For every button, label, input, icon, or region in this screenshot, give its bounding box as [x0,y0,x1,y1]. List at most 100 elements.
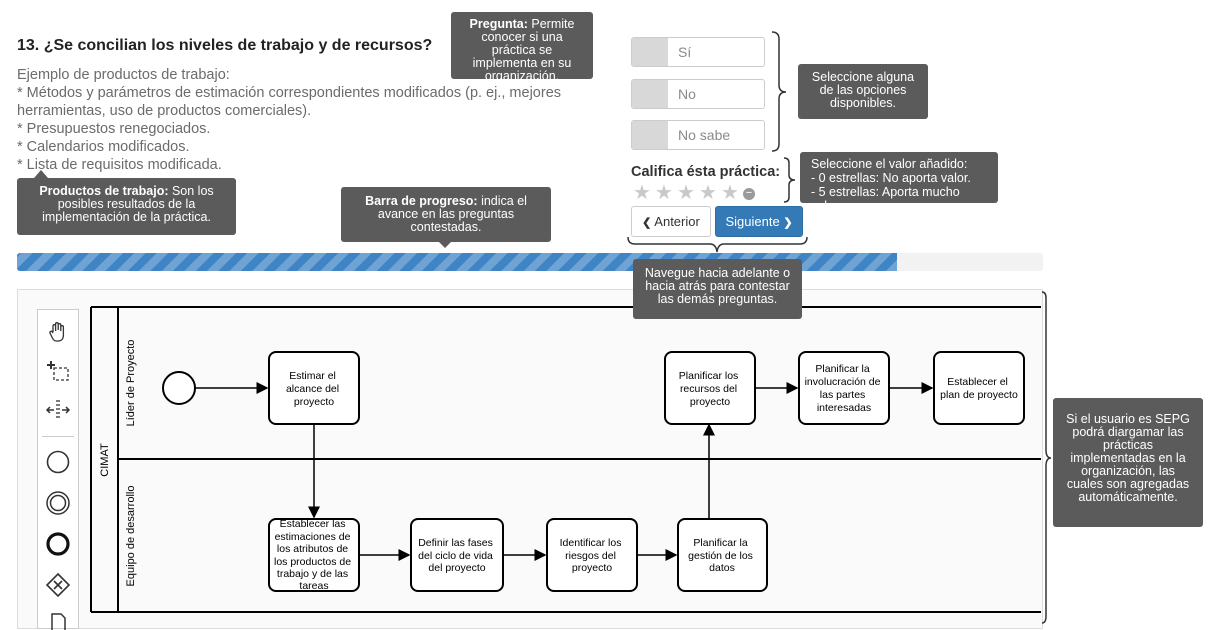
tooltip-progress-title: Barra de progreso: [365,194,478,208]
task-planificar-involucracion[interactable] [798,351,890,425]
start-event-icon[interactable] [38,442,78,482]
star-rating[interactable]: ★★★★★− [631,180,755,205]
option-toggle[interactable] [632,80,668,108]
tooltip-work-products-title: Productos de trabajo: [39,184,169,198]
task-label-line: los atributos de [277,543,348,555]
rating-label: Califica ésta práctica: [631,164,781,180]
tooltip-navigation: Navegue hacia adelante o hacia atrás par… [633,259,802,319]
task-definir-fases[interactable] [410,518,504,592]
tooltip-rating-line: - 5 estrellas: Aporta mucho valor. [811,185,960,213]
task-label-line: las partes [820,389,866,401]
task-label-line: Estimar el [289,370,336,382]
star-icon[interactable]: ★ [721,182,739,204]
tooltip-progress-text: indica el avance en las preguntas contes… [377,194,527,234]
option-no[interactable]: No [631,79,765,109]
task-label: Establecer las estimaciones de los atrib… [274,518,354,592]
tooltip-question-title: Pregunta: [469,17,528,31]
option-label: No sabe [678,127,731,143]
hand-tool-icon[interactable] [38,312,78,352]
work-product-item: * Métodos y parámetros de estimación cor… [17,85,562,119]
previous-button[interactable]: ❮ Anterior [631,206,711,237]
intermediate-event-icon[interactable] [38,483,78,523]
task-label-line: trabajo y de las [277,568,348,580]
options-brace [771,31,787,152]
task-label-line: datos [709,562,735,574]
lane-label-equipo: Equipo de desarrollo [125,486,137,587]
next-button[interactable]: Siguiente ❯ [715,206,803,237]
task-label: Estimar el alcance del proyecto [286,370,342,408]
task-label-line: alcance del [286,383,339,395]
task-label-line: interesadas [817,402,871,414]
question-title: 13. ¿Se concilian los niveles de trabajo… [17,37,433,54]
task-label-line: riesgos del [565,550,616,562]
task-label-line: Identificar los [560,537,622,549]
chevron-right-icon: ❯ [783,217,793,229]
diagram-brace [1041,291,1052,624]
star-icon[interactable]: ★ [677,182,695,204]
work-product-item: * Presupuestos renegociados. [17,121,211,137]
tool-palette [37,309,79,630]
star-icon[interactable]: ★ [699,182,717,204]
tooltip-rating-line: Seleccione el valor añadido: [811,157,968,171]
tooltip-sepg: Si el usuario es SEPG podrá diargamar la… [1053,398,1203,527]
task-label: Planificar la gestión de los datos [688,537,756,574]
task-estimar-alcance[interactable] [268,351,360,425]
option-toggle[interactable] [632,38,668,66]
star-icon[interactable]: ★ [655,182,673,204]
task-label: Definir las fases del ciclo de vida del … [418,537,496,574]
gateway-icon[interactable] [38,565,78,605]
task-label-line: los productos de [274,556,351,568]
task-label-line: Planificar los [679,370,739,382]
task-identificar-riesgos[interactable] [546,518,638,592]
start-event[interactable] [162,371,196,405]
task-label-line: Definir las fases [418,537,493,549]
task-label-line: plan de proyecto [940,389,1018,401]
rating-brace [783,157,796,203]
previous-button-label: Anterior [654,214,700,229]
task-establecer-estimaciones[interactable] [268,518,360,592]
star-icon[interactable]: ★ [633,182,651,204]
question-description: Ejemplo de productos de trabajo: * Métod… [17,66,587,174]
task-label-line: involucración de [805,376,881,388]
option-label: No [678,86,696,102]
task-label-line: estimaciones de [275,531,351,543]
tooltip-work-products: Productos de trabajo: Son los posibles r… [17,178,236,235]
task-label-line: proyecto [294,396,334,408]
tooltip-work-products-text: Son los posibles resultados de la implem… [42,184,214,224]
task-planificar-gestion-datos[interactable] [677,518,768,592]
option-toggle[interactable] [632,121,668,149]
tooltip-pointer [438,241,452,248]
task-establecer-plan[interactable] [933,351,1025,425]
palette-separator [42,436,74,437]
work-product-item: * Calendarios modificados. [17,139,190,155]
tooltip-question: Pregunta: Permite conocer si una práctic… [451,12,593,83]
lasso-tool-icon[interactable] [38,350,78,390]
pool-label: CIMAT [99,443,111,477]
option-label: Sí [678,44,692,60]
end-event-icon[interactable] [38,524,78,564]
tooltip-rating: Seleccione el valor añadido: - 0 estrell… [800,152,998,213]
pool-cimat[interactable] [90,306,1041,613]
task-label-line: gestión de los [688,550,753,562]
task-label-line: del ciclo de vida [418,550,493,562]
work-products-intro: Ejemplo de productos de trabajo: [17,67,230,83]
option-si[interactable]: Sí [631,37,765,67]
next-button-label: Siguiente [725,214,780,229]
task-label-line: Planificar la [815,363,869,375]
lane-label-lider: Líder de Proyecto [125,340,137,427]
space-tool-icon[interactable] [38,390,78,430]
data-object-icon[interactable] [38,604,78,630]
task-planificar-recursos[interactable] [664,351,756,425]
task-label: Planificar los recursos del proyecto [679,370,741,408]
task-label: Establecer el plan de proyecto [940,376,1018,401]
task-label-line: Planificar la [693,537,747,549]
tooltip-pointer [34,170,48,178]
clear-rating-icon[interactable]: − [743,188,755,200]
task-label: Planificar la involucración de las parte… [805,363,884,414]
task-label-line: recursos del [680,383,737,395]
task-label: Identificar los riesgos del proyecto [560,537,625,574]
option-no-sabe[interactable]: No sabe [631,120,765,150]
chevron-left-icon: ❮ [642,217,652,229]
task-label-line: Establecer las [280,518,346,530]
